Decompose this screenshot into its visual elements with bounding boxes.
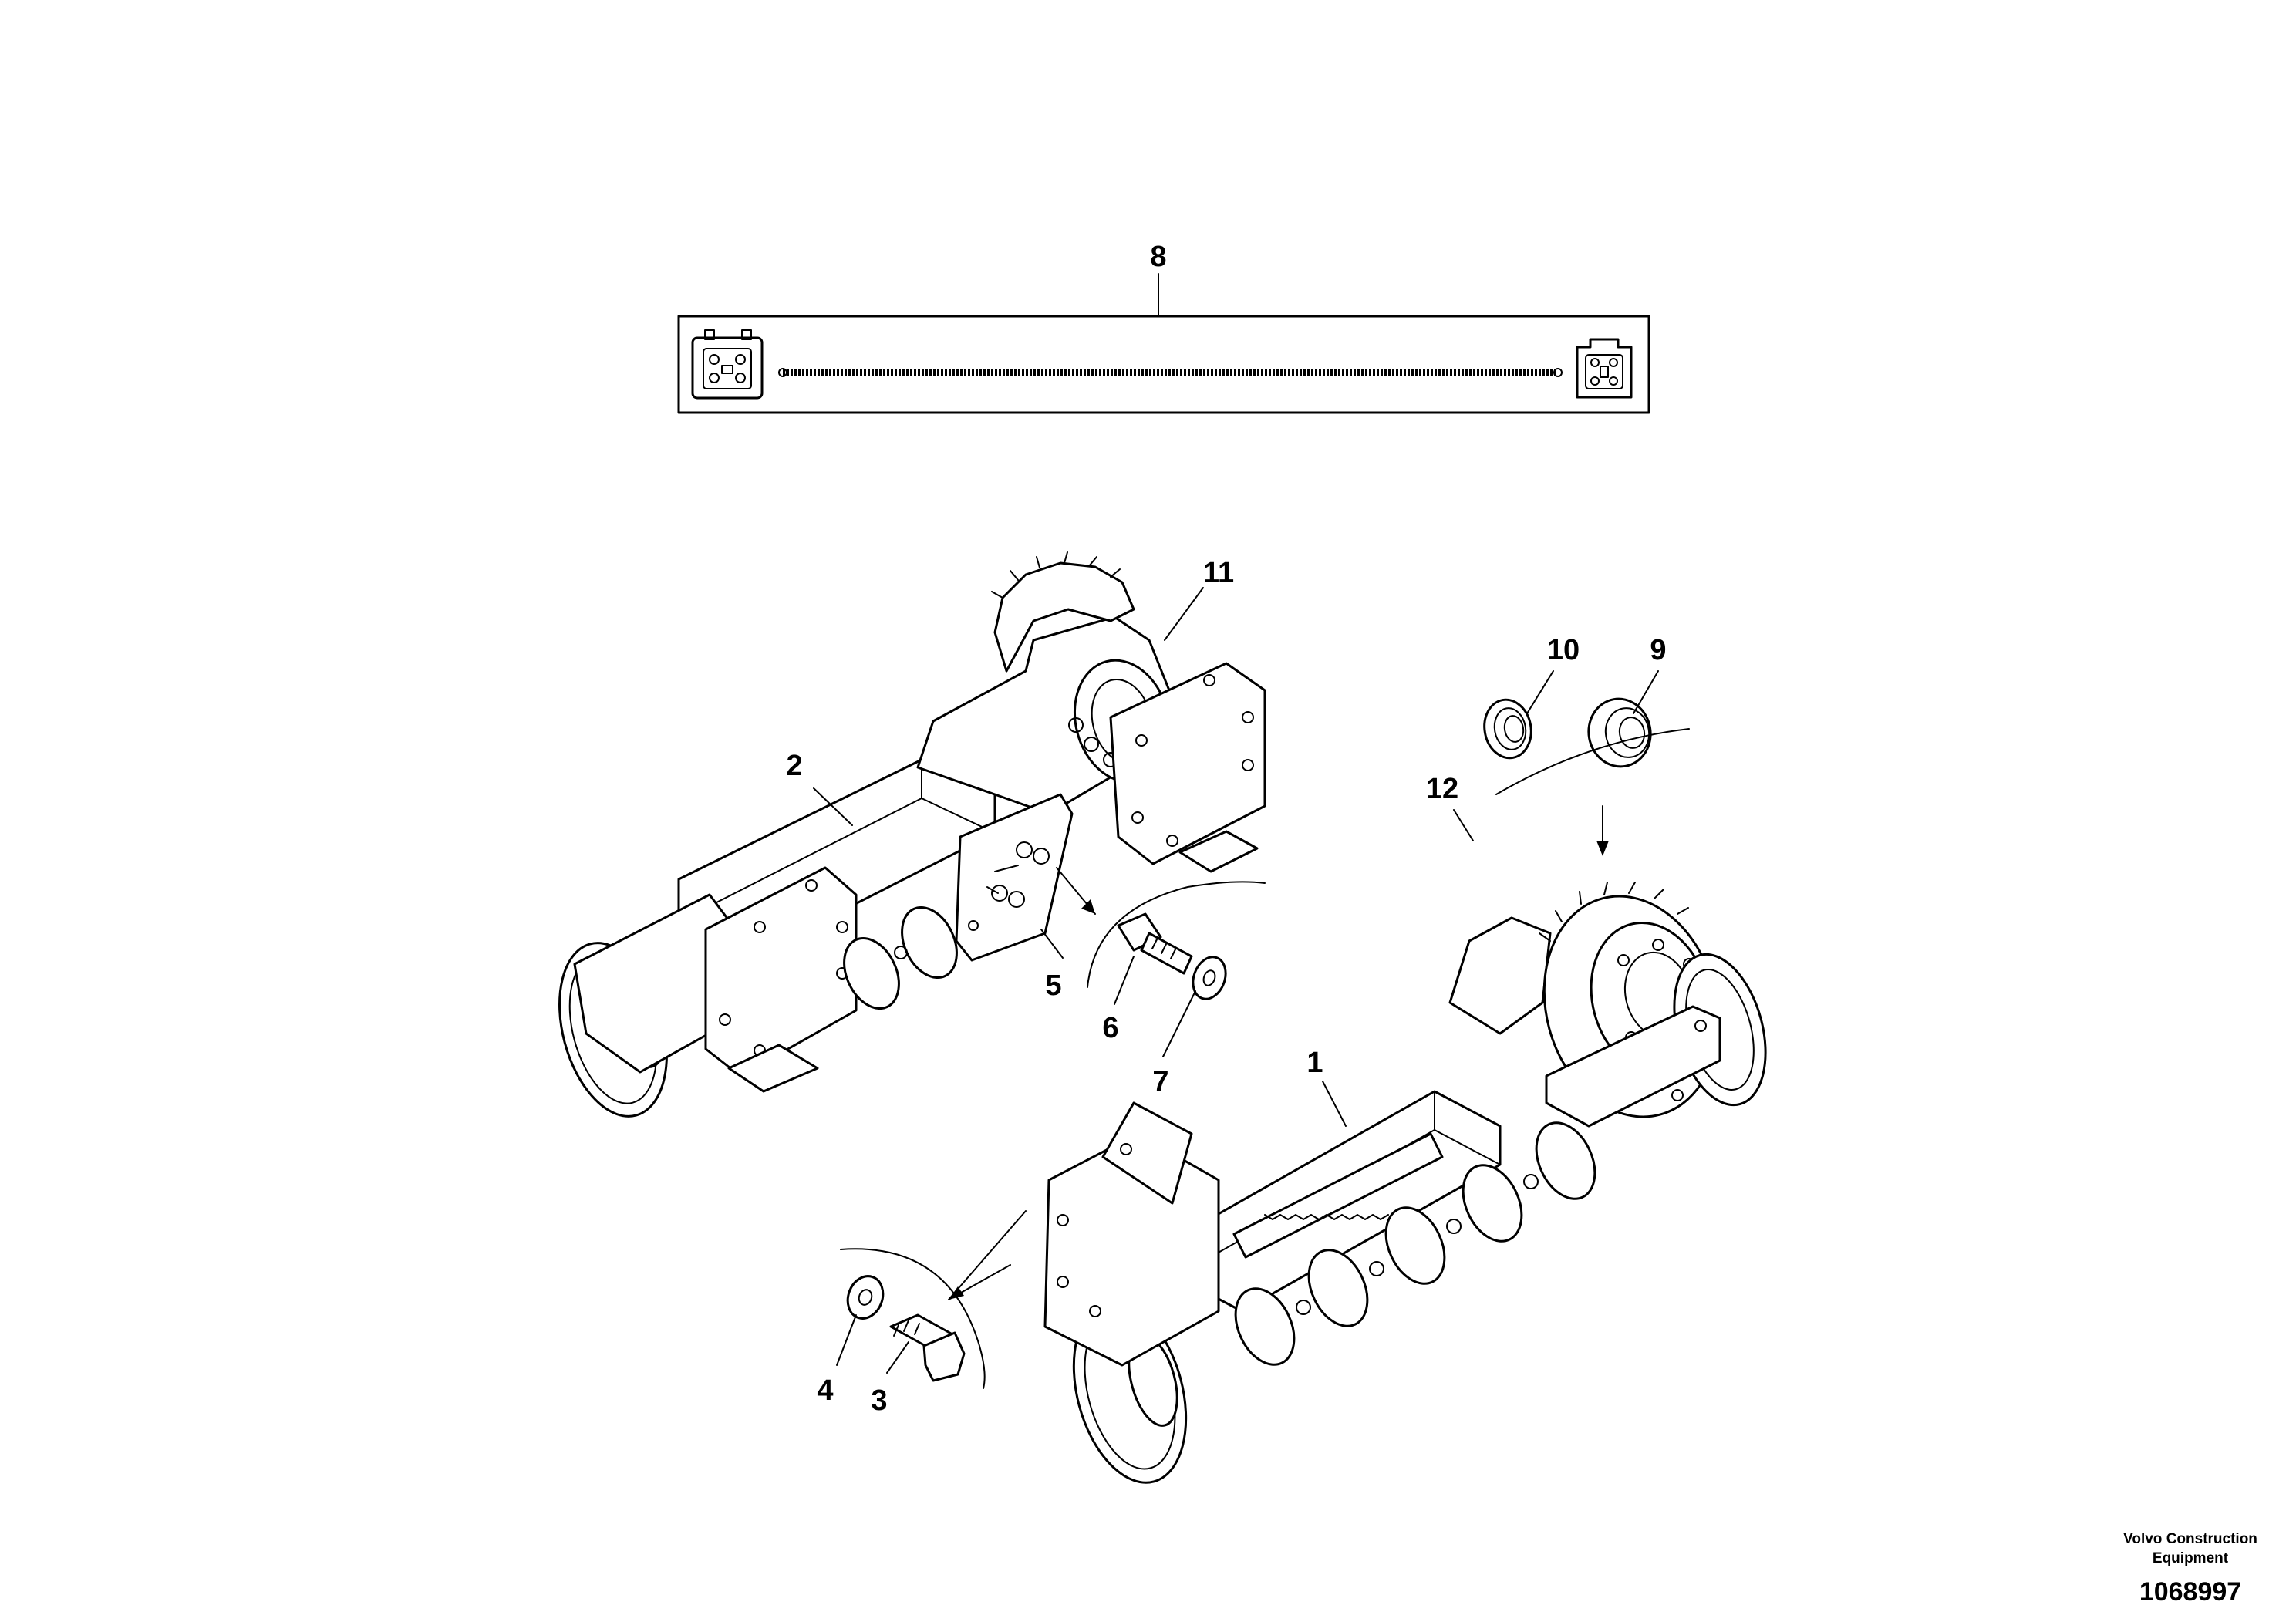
bolt-3 xyxy=(889,1313,966,1382)
callout-4: 4 xyxy=(817,1374,833,1407)
seal-10 xyxy=(1483,698,1532,760)
callout-7: 7 xyxy=(1152,1066,1168,1098)
bolt-6 xyxy=(1117,912,1193,975)
track-frame-right xyxy=(1043,882,1767,1484)
callout-6: 6 xyxy=(1102,1012,1118,1044)
manufacturer-credit-line1: Volvo Construction xyxy=(2123,1531,2257,1547)
washer-4 xyxy=(846,1275,885,1320)
leader-lines xyxy=(813,273,1659,1374)
track-frame-left xyxy=(558,551,1266,1118)
right-connector-icon xyxy=(1576,338,1633,399)
callout-5: 5 xyxy=(1045,969,1061,1002)
document-number: 1068997 xyxy=(2139,1577,2241,1607)
callout-11: 11 xyxy=(1203,557,1234,589)
callout-8: 8 xyxy=(1150,241,1166,273)
callout-10: 10 xyxy=(1547,634,1580,666)
callout-2: 2 xyxy=(786,750,802,782)
left-connector-icon xyxy=(691,329,764,400)
manufacturer-credit-line2: Equipment xyxy=(2153,1550,2229,1566)
callout-3: 3 xyxy=(871,1384,887,1417)
callout-12: 12 xyxy=(1426,773,1458,805)
cable-harness xyxy=(677,315,1650,414)
seal-9 xyxy=(1587,697,1652,768)
callout-1: 1 xyxy=(1306,1047,1323,1079)
washer-7 xyxy=(1192,956,1227,1000)
callout-9: 9 xyxy=(1650,634,1666,666)
